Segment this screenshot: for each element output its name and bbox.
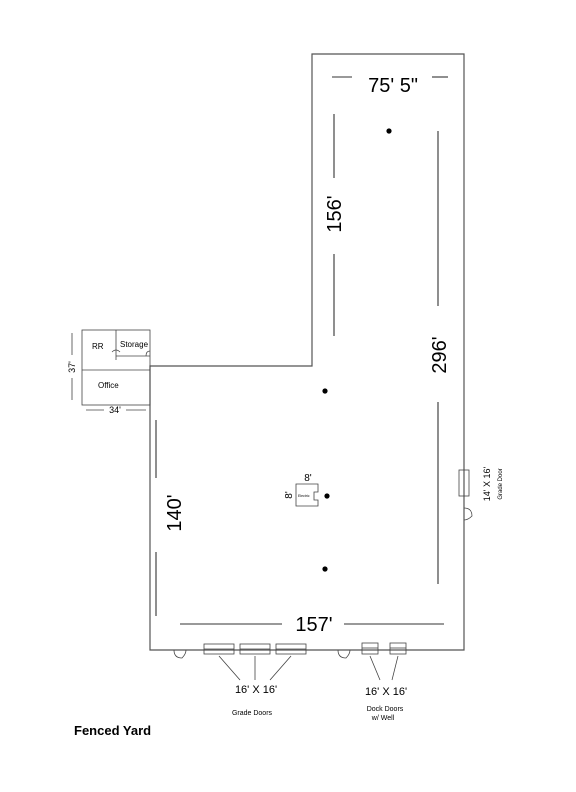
fenced-yard-label: Fenced Yard — [74, 723, 151, 738]
electric-room-label: Electric — [298, 494, 310, 498]
dock-doors-size-label: 16' X 16' — [365, 686, 407, 698]
column-marker — [322, 566, 328, 572]
grade-doors-size-label: 16' X 16' — [235, 684, 277, 696]
east-length-label: 296' — [429, 336, 451, 373]
office-annex: RR Storage Office — [81, 329, 151, 406]
storage-label: Storage — [120, 340, 149, 349]
column-marker — [324, 493, 330, 499]
electric-width-label: 8' — [304, 473, 312, 484]
column-marker — [386, 128, 392, 134]
office-label: Office — [98, 381, 119, 390]
column-marker — [322, 388, 328, 394]
west-length-label: 140' — [164, 494, 186, 531]
south-man-door-right — [337, 649, 351, 659]
grade-door-pointer — [269, 655, 292, 681]
electric-depth-label: 8' — [284, 491, 295, 499]
storage-door-swing — [145, 350, 151, 357]
east-door-size-label: 14' X 16' — [482, 466, 492, 501]
dock-doors-label: Dock Doors — [367, 706, 404, 713]
electric-room: Electric 8' 8' — [284, 473, 319, 507]
electric-room-outline — [295, 483, 319, 507]
grade-doors-label: Grade Doors — [232, 710, 273, 717]
south-width-label: 157' — [295, 614, 332, 636]
restroom-door-swing — [111, 349, 121, 353]
dock-door — [361, 642, 379, 655]
top-width-label: 75' 5" — [368, 75, 418, 97]
dock-door — [389, 642, 407, 655]
grade-door-pointer — [218, 655, 241, 681]
south-man-door-left — [173, 649, 187, 659]
dock-doors-well-label: w/ Well — [371, 715, 395, 722]
office-width-label: 34' — [109, 405, 121, 415]
north-length-label: 156' — [324, 195, 346, 232]
dock-door-pointer — [369, 655, 381, 681]
office-height-label: 37' — [67, 361, 77, 373]
east-grade-door — [458, 469, 470, 497]
restroom-label: RR — [92, 342, 104, 351]
east-door-swing — [463, 507, 473, 521]
building-outline — [149, 53, 465, 651]
dock-door-pointer — [391, 655, 399, 681]
east-door-label: Grade Door — [498, 468, 504, 499]
